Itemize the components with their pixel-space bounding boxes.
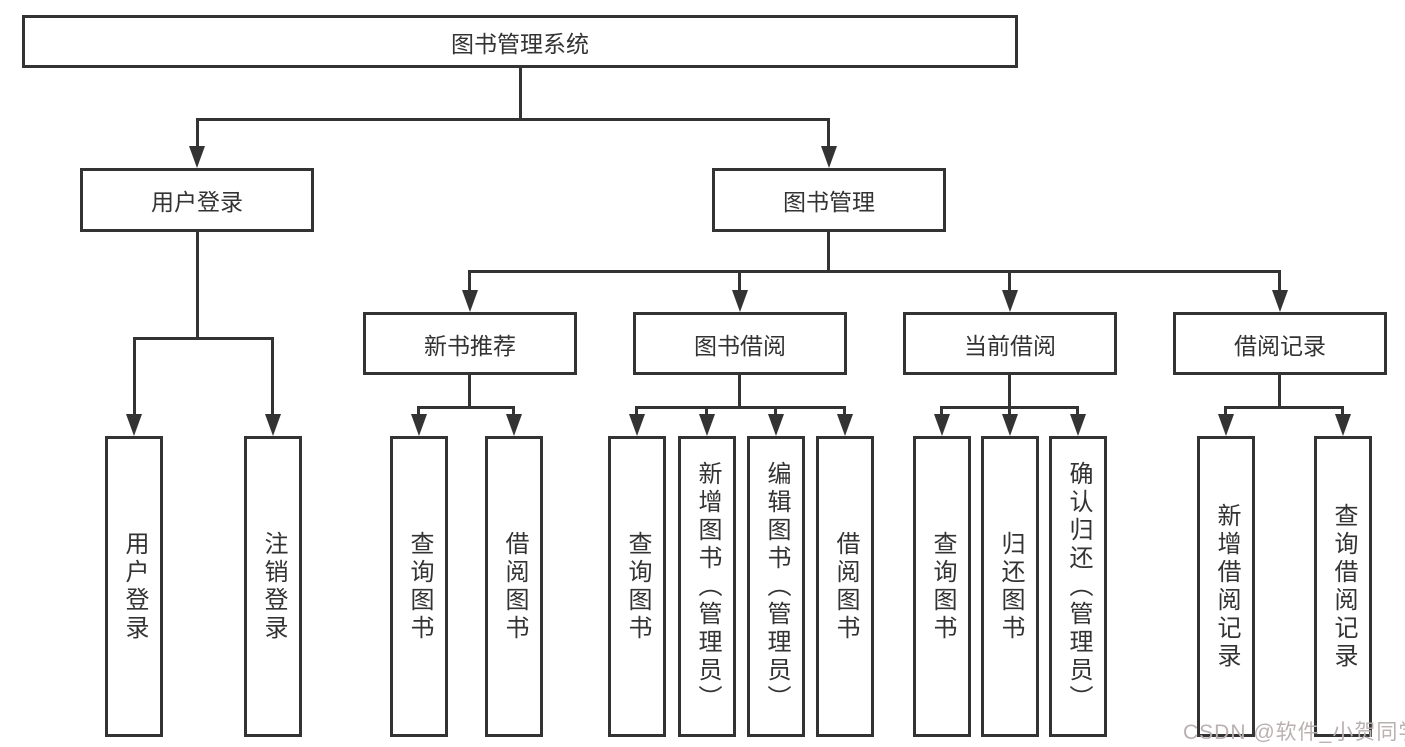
connector-borrowing-branch [635, 406, 846, 409]
leaf-query-books-borrowing: 查询图书 [608, 436, 666, 737]
arrow-cur-query [934, 414, 950, 436]
leaf-logout-label: 注销登录 [260, 530, 287, 643]
connector-current-stem [1008, 375, 1011, 406]
node-book-borrowing: 图书借阅 [633, 312, 847, 375]
leaf-edit-books-admin: 编辑图书（管理员） [747, 436, 805, 737]
arrow-bor-query [629, 414, 645, 436]
leaf-user-login-label: 用户登录 [121, 530, 148, 643]
connector-book-mgmt-branch [468, 270, 1281, 273]
connector-drop-recommend [468, 270, 471, 292]
leaf-confirm-return-admin: 确认归还（管理员） [1049, 436, 1107, 737]
node-current-borrowing: 当前借阅 [903, 312, 1117, 375]
node-root: 图书管理系统 [22, 15, 1018, 68]
connector-user-login-stem [196, 232, 199, 337]
leaf-add-borrow-record-label: 新增借阅记录 [1213, 502, 1240, 671]
leaf-return-books-label: 归还图书 [997, 530, 1024, 643]
connector-drop-rec-query-record [1341, 406, 1344, 416]
leaf-borrow-books-borrowing: 借阅图书 [816, 436, 874, 737]
arrow-rec-query-record [1335, 414, 1351, 436]
arrow-rec-query [411, 414, 427, 436]
connector-root-stem [519, 68, 522, 118]
arrow-book-mgmt [821, 146, 837, 168]
leaf-add-borrow-record: 新增借阅记录 [1197, 436, 1255, 737]
connector-user-login-branch [133, 337, 274, 340]
arrow-leaf-logout [265, 414, 281, 436]
arrow-current [1002, 290, 1018, 312]
node-book-borrowing-label: 图书借阅 [694, 332, 786, 359]
arrow-user-login [189, 146, 205, 168]
watermark: CSDN @软件_小贺同学 [1183, 721, 1405, 744]
leaf-query-books-current: 查询图书 [913, 436, 971, 737]
node-book-management: 图书管理 [712, 168, 946, 232]
connector-book-mgmt-stem [827, 232, 830, 270]
leaf-return-books: 归还图书 [981, 436, 1039, 737]
connector-drop-bor-query [635, 406, 638, 416]
arrow-rec-borrow [506, 414, 522, 436]
leaf-add-books-admin: 新增图书（管理员） [678, 436, 736, 737]
connector-drop-current [1008, 270, 1011, 292]
arrow-cur-return [1002, 414, 1018, 436]
arrow-bor-add [699, 414, 715, 436]
leaf-query-books-recommend-label: 查询图书 [406, 530, 433, 643]
arrow-borrowing [732, 290, 748, 312]
connector-drop-bor-edit [774, 406, 777, 416]
node-root-label: 图书管理系统 [451, 30, 589, 57]
leaf-query-borrow-record: 查询借阅记录 [1314, 436, 1372, 737]
node-borrowing-records-label: 借阅记录 [1234, 332, 1326, 359]
leaf-edit-books-admin-label: 编辑图书（管理员） [763, 460, 790, 713]
node-user-login-label: 用户登录 [151, 189, 243, 215]
connector-drop-cur-return [1008, 406, 1011, 416]
connector-drop-rec-add-record [1224, 406, 1227, 416]
connector-drop-leaf-login [133, 337, 136, 414]
connector-records-branch [1224, 406, 1344, 409]
connector-recommend-branch [417, 406, 515, 409]
connector-drop-borrowing [738, 270, 741, 292]
node-book-management-label: 图书管理 [783, 189, 875, 215]
connector-drop-rec-query [417, 406, 420, 416]
arrow-bor-edit [768, 414, 784, 436]
leaf-query-books-recommend: 查询图书 [390, 436, 448, 737]
connector-drop-user-login [196, 118, 199, 148]
node-new-book-recommend-label: 新书推荐 [424, 332, 516, 359]
connector-drop-bor-add [705, 406, 708, 416]
node-borrowing-records: 借阅记录 [1173, 312, 1387, 375]
node-new-book-recommend: 新书推荐 [363, 312, 577, 375]
arrow-leaf-login [126, 414, 142, 436]
arrow-bor-borrow [837, 414, 853, 436]
leaf-borrow-books-recommend: 借阅图书 [485, 436, 543, 737]
connector-recommend-stem [468, 375, 471, 406]
connector-drop-cur-confirm [1076, 406, 1079, 416]
connector-drop-records [1278, 270, 1281, 292]
leaf-borrow-books-recommend-label: 借阅图书 [501, 530, 528, 643]
connector-borrowing-stem [738, 375, 741, 406]
connector-drop-book-mgmt [827, 118, 830, 148]
arrow-recommend [462, 290, 478, 312]
leaf-logout: 注销登录 [244, 436, 302, 737]
node-user-login: 用户登录 [80, 168, 314, 232]
leaf-query-books-borrowing-label: 查询图书 [624, 530, 651, 643]
leaf-query-books-current-label: 查询图书 [929, 530, 956, 643]
connector-root-branch [196, 118, 830, 121]
connector-drop-rec-borrow [512, 406, 515, 416]
arrow-records [1272, 290, 1288, 312]
leaf-add-books-admin-label: 新增图书（管理员） [694, 460, 721, 713]
leaf-borrow-books-borrowing-label: 借阅图书 [832, 530, 859, 643]
arrow-cur-confirm [1070, 414, 1086, 436]
connector-drop-cur-query [940, 406, 943, 416]
connector-drop-bor-borrow [843, 406, 846, 416]
connector-drop-leaf-logout [271, 337, 274, 414]
leaf-user-login: 用户登录 [105, 436, 163, 737]
connector-records-stem [1278, 375, 1281, 406]
node-current-borrowing-label: 当前借阅 [964, 332, 1056, 359]
leaf-query-borrow-record-label: 查询借阅记录 [1330, 502, 1357, 671]
leaf-confirm-return-admin-label: 确认归还（管理员） [1065, 460, 1092, 713]
arrow-rec-add-record [1218, 414, 1234, 436]
